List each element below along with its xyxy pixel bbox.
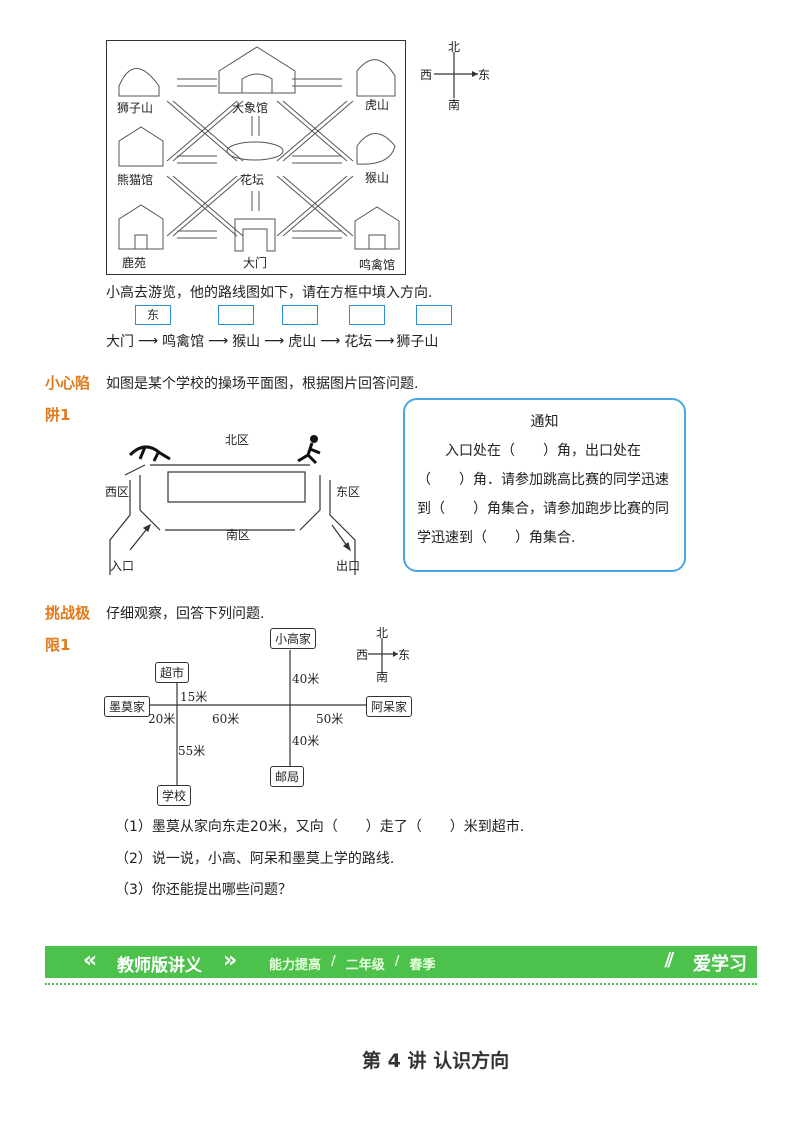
- arrow-right-icon: ⟶: [208, 333, 229, 349]
- brand-left: 教师版讲义: [117, 956, 202, 976]
- direction-box-2[interactable]: [218, 305, 254, 325]
- playground-plan: 北区 西区 东区 南区 入口 出口: [100, 425, 390, 580]
- compass-2: 北 西 东 南: [356, 626, 414, 686]
- place-elephant: 大象馆: [232, 101, 269, 115]
- arrow-right-icon: ⟶: [320, 333, 341, 349]
- next-lesson-title: 第 4 讲 认识方向: [362, 1050, 510, 1072]
- node-school: 学校: [157, 785, 192, 806]
- zoo-map: 狮子山 大象馆 虎山 熊猫馆 花坛 猴山 鹿苑 大门 鸣禽馆: [106, 40, 406, 275]
- direction-box-1[interactable]: 东: [135, 305, 171, 325]
- chevrons-right-icon: »: [223, 948, 238, 973]
- playground-outline: [109, 435, 356, 575]
- brand-right: 爱学习: [693, 954, 747, 975]
- arrow-right-icon: ⟶: [264, 333, 285, 349]
- compass-cross-icon: [368, 638, 398, 672]
- area-exit: 出口: [336, 559, 361, 573]
- chevrons-left-icon: «: [83, 948, 98, 973]
- trap-label-1: 小心陷: [45, 374, 91, 392]
- arrow-right-icon: ⟶: [138, 333, 159, 349]
- node-post-office: 邮局: [270, 766, 305, 787]
- route-stop: 狮子山: [396, 334, 439, 350]
- route-question: 小高去游览，他的路线图如下，请在方框中填入方向.: [106, 285, 433, 301]
- place-deer: 鹿苑: [122, 256, 147, 270]
- route-stop: 虎山: [288, 334, 317, 350]
- dist-40-north: 40米: [292, 672, 320, 686]
- node-home-xiaogao: 小高家: [270, 628, 317, 649]
- trap-label-2: 阱1: [45, 406, 71, 424]
- dist-15: 15米: [180, 690, 208, 704]
- notice-body: 入口处在（ ）角，出口处在（ ）角．请参加跳高比赛的同学迅速到（ ）角集合，请参…: [417, 443, 669, 546]
- notice-title: 通知: [530, 414, 559, 430]
- route-map-lines: [150, 650, 368, 785]
- place-tiger: 虎山: [365, 98, 390, 112]
- compass-cross-icon: [434, 52, 478, 98]
- challenge-question: 仔细观察，回答下列问题.: [106, 606, 265, 622]
- dist-50: 50米: [316, 712, 344, 726]
- footer-divider: [45, 983, 757, 985]
- route-stop: 大门: [106, 334, 134, 350]
- breadcrumb: 能力提高/ 二年级/ 春季: [269, 954, 436, 973]
- sub-question-3: （3）你还能提出哪些问题？: [115, 882, 292, 898]
- dist-40-south: 40米: [292, 734, 320, 748]
- area-entry: 入口: [110, 559, 135, 573]
- node-market: 超市: [155, 662, 190, 683]
- place-gate: 大门: [243, 256, 268, 270]
- place-flower: 花坛: [240, 173, 265, 187]
- place-lion: 狮子山: [117, 101, 154, 115]
- challenge-label-1: 挑战极: [45, 604, 91, 622]
- dist-20: 20米: [148, 712, 176, 726]
- notice-card: 通知 入口处在（ ）角，出口处在（ ）角．请参加跳高比赛的同学迅速到（ ）角集合…: [403, 398, 686, 572]
- place-panda: 熊猫馆: [117, 173, 154, 187]
- sub-question-1: （1）墨莫从家向东走20米，又向（ ）走了（ ）米到超市.: [115, 819, 525, 835]
- compass-1: 北 西 东 南: [420, 40, 491, 112]
- sub-question-2: （2）说一说，小高、阿呆和墨莫上学的路线.: [115, 851, 395, 867]
- direction-box-4[interactable]: [349, 305, 385, 325]
- dist-55: 55米: [178, 744, 206, 758]
- trap-question: 如图是某个学校的操场平面图，根据图片回答问题.: [106, 376, 419, 392]
- direction-box-3[interactable]: [282, 305, 318, 325]
- challenge-label-2: 限1: [45, 636, 71, 654]
- place-bird: 鸣禽馆: [359, 258, 396, 272]
- node-home-adai: 阿呆家: [366, 696, 413, 717]
- dist-60: 60米: [212, 712, 240, 726]
- place-monkey: 猴山: [365, 171, 390, 185]
- arrow-right-icon: ⟶: [374, 333, 395, 349]
- node-home-momo: 墨莫家: [104, 696, 151, 717]
- area-north: 北区: [225, 433, 250, 447]
- area-east: 东区: [336, 485, 361, 499]
- route-stop: 鸣禽馆: [162, 334, 205, 350]
- footer-banner: « 教师版讲义 » 能力提高/ 二年级/ 春季 ⫽ 爱学习: [45, 946, 757, 978]
- route-stop: 猴山: [232, 334, 261, 350]
- area-south: 南区: [226, 528, 251, 542]
- route-line: 大门 ⟶ 鸣禽馆 ⟶ 猴山 ⟶ 虎山 ⟶ 花坛 ⟶ 狮子山: [106, 331, 438, 351]
- area-west: 西区: [105, 485, 130, 499]
- route-stop: 花坛: [344, 334, 373, 350]
- zoo-paths: [118, 46, 400, 252]
- direction-box-5[interactable]: [416, 305, 452, 325]
- brand-logo-icon: ⫽: [665, 948, 674, 972]
